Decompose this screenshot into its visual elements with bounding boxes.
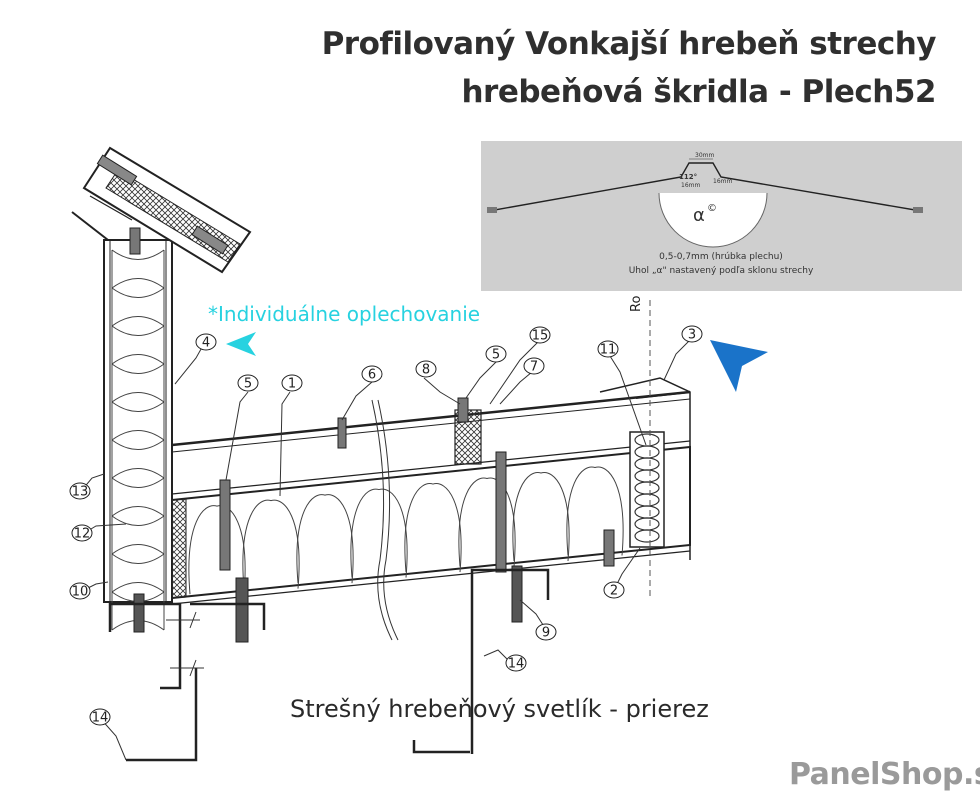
callout-11: 11 xyxy=(597,340,619,358)
screws xyxy=(133,397,615,643)
callout-10: 10 xyxy=(69,582,91,600)
inset-dim-top: 30mm xyxy=(695,152,714,159)
callout-number: 13 xyxy=(72,485,89,500)
inset-dim-right: 16mm xyxy=(713,178,732,185)
callout-number: 12 xyxy=(74,527,91,542)
callout-9: 9 xyxy=(535,623,557,641)
callout-14: 14 xyxy=(505,654,527,672)
blue-arrow-icon xyxy=(710,340,768,392)
inset-dim-left: 16mm xyxy=(681,182,700,189)
axis-label: Ro xyxy=(629,296,644,312)
callout-number: 2 xyxy=(610,584,618,599)
callout-number: 1 xyxy=(288,377,296,392)
inset-ridge-profile xyxy=(488,162,922,212)
page-title-line-2: hrebeňová škridla - Plech52 xyxy=(461,74,936,110)
ridge-profile-inset: 30mm 112° 16mm 16mm α © 0,5-0,7mm (hrúbk… xyxy=(481,141,962,291)
callout-number: 9 xyxy=(542,626,550,641)
roof-sandwich-panel xyxy=(171,440,691,605)
callout-3: 3 xyxy=(681,325,703,343)
brand-logo: PanelShop.sk xyxy=(789,757,980,792)
inset-angle-text: Uhol „α" nastavený podľa sklonu strechy xyxy=(629,266,814,276)
callout-14: 14 xyxy=(89,708,111,726)
callout-15: 15 xyxy=(529,326,551,344)
callout-number: 14 xyxy=(508,657,525,672)
callout-number: 10 xyxy=(72,585,89,600)
inset-thickness-text: 0,5-0,7mm (hrúbka plechu) xyxy=(659,252,783,262)
callout-2: 2 xyxy=(603,581,625,599)
callout-12: 12 xyxy=(71,524,93,542)
callout-number: 14 xyxy=(92,711,109,726)
callout-number: 7 xyxy=(530,360,538,375)
callout-number: 6 xyxy=(368,368,376,383)
callout-number: 4 xyxy=(202,336,210,351)
drawing-caption: Strešný hrebeňový svetlík - prierez xyxy=(290,695,709,723)
callout-number: 11 xyxy=(600,343,617,358)
callout-number: 5 xyxy=(492,348,500,363)
callout-8: 8 xyxy=(415,360,437,378)
page-title-line-1: Profilovaný Vonkajší hrebeň strechy xyxy=(321,26,937,62)
dimension-marks xyxy=(166,611,204,677)
callout-4: 4 xyxy=(195,333,217,351)
callout-number: 5 xyxy=(244,377,252,392)
callout-number: 3 xyxy=(688,328,696,343)
support-profiles xyxy=(108,568,550,762)
callout-1: 1 xyxy=(281,374,303,392)
brand-suffix: .sk xyxy=(962,757,980,792)
cyan-arrow-icon xyxy=(226,332,256,356)
inset-angle-label: 112° xyxy=(679,173,697,181)
callout-5: 5 xyxy=(237,374,259,392)
ridge-end xyxy=(599,300,691,600)
inset-degree-symbol: © xyxy=(707,203,717,214)
callout-6: 6 xyxy=(361,365,383,383)
callout-7: 7 xyxy=(523,357,545,375)
individual-flashing-note: *Individuálne oplechovanie xyxy=(208,302,481,326)
callout-number: 8 xyxy=(422,363,430,378)
callout-13: 13 xyxy=(69,482,91,500)
brand-name: PanelShop xyxy=(789,757,963,792)
tilted-cap-panel xyxy=(71,146,252,274)
callout-number: 15 xyxy=(532,329,549,344)
inset-angle-symbol: α xyxy=(693,205,705,226)
break-lines xyxy=(371,399,399,641)
inset-angle-arc xyxy=(658,192,768,248)
callout-5: 5 xyxy=(485,345,507,363)
vertical-wall-panel xyxy=(103,239,173,631)
callout-markers: 4 5 1 6 8 5 15 7 11 3 13 12 10 2 9 14 14 xyxy=(69,325,703,726)
